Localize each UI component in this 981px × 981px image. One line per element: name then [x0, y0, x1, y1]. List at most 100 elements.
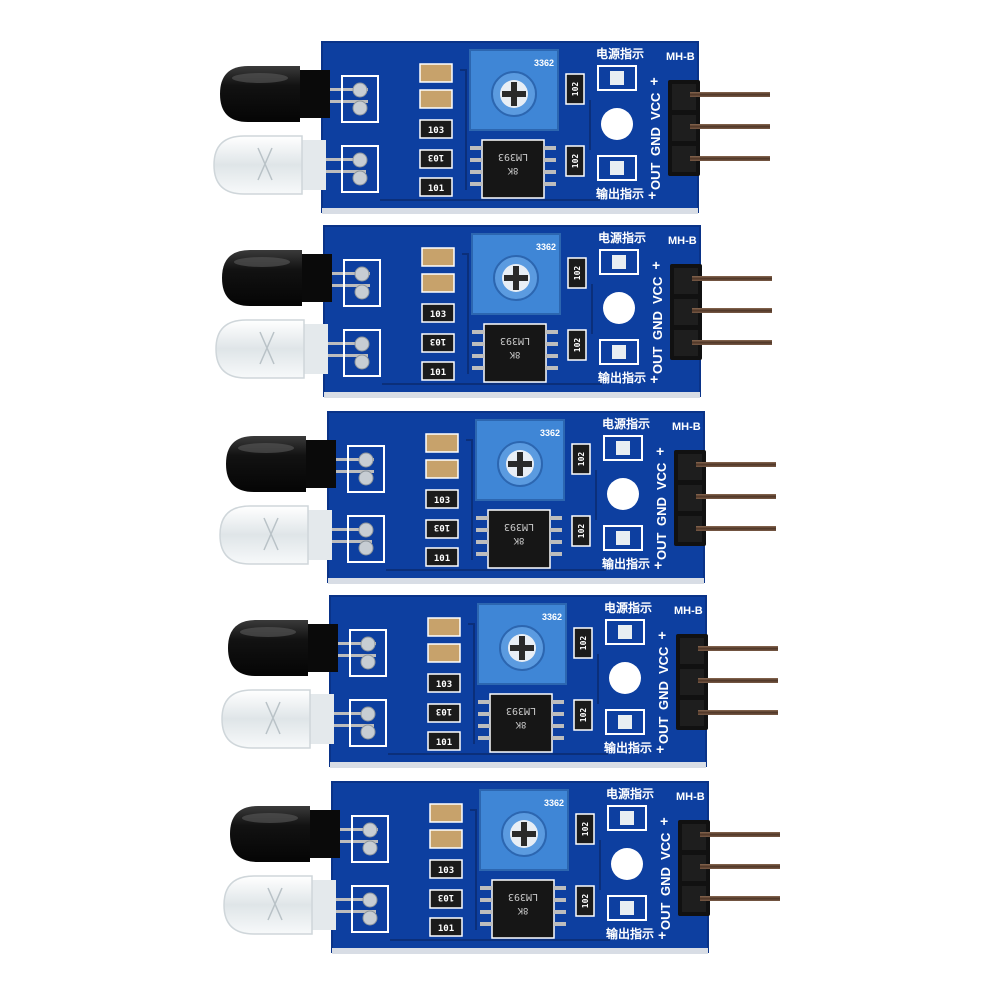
ir-sensor-module: 103 103 101 3362 [8, 594, 981, 784]
power-indicator-label: 电源指示 [606, 786, 654, 801]
pin-plus-top: + [656, 443, 664, 459]
resistor-code-102: 102 [579, 636, 588, 651]
header-pins [676, 634, 778, 730]
indicator-leds [603, 435, 643, 551]
resistor-code-103b: 103 [428, 152, 444, 162]
pcb-traces [386, 439, 606, 571]
pin-plus-top: + [652, 257, 660, 273]
ir-emitter-led [222, 250, 370, 306]
ir-sensor-module: 103 103 101 3362 [6, 410, 981, 600]
chip-marking: LM393 [500, 335, 530, 346]
model-label: MH-B [676, 791, 705, 803]
header-pins [668, 80, 770, 176]
header-pins [678, 820, 780, 916]
lm393-chip: LM393 8K [470, 139, 556, 199]
mounting-hole [609, 662, 641, 694]
smd-components: 103 103 101 [425, 433, 459, 567]
indicator-leds [607, 805, 647, 921]
pin-plus-bottom: + [654, 557, 662, 573]
resistor-code-102b: 102 [571, 154, 580, 169]
right-resistors: 102 102 [573, 627, 593, 731]
ir-emitter-led [230, 806, 378, 862]
pin-label-gnd: GND [658, 867, 673, 896]
ir-sensor-module: 103 103 101 3362 [0, 40, 981, 230]
chip-marking: LM393 [508, 891, 538, 902]
pin-label-vcc: VCC [650, 276, 665, 304]
pin-label-gnd: GND [650, 311, 665, 340]
resistor-code-103b: 103 [434, 522, 450, 532]
pin-label-gnd: GND [656, 681, 671, 710]
output-indicator-label: 输出指示 [606, 926, 654, 941]
pot-code: 3362 [542, 612, 562, 622]
pin-label-vcc: VCC [658, 832, 673, 860]
potentiometer: 3362 [471, 233, 561, 315]
potentiometer: 3362 [479, 789, 569, 871]
right-resistors: 102 102 [565, 73, 585, 177]
resistor-code-103: 103 [430, 310, 446, 320]
pin-label-out: OUT [654, 533, 669, 561]
ir-receiver-led [213, 135, 366, 195]
resistor-code-103b: 103 [436, 706, 452, 716]
output-indicator-label: 输出指示 [598, 370, 646, 385]
resistor-code-101: 101 [430, 368, 446, 378]
pcb-traces [390, 809, 610, 941]
resistor-code-101: 101 [438, 924, 454, 934]
chip-marking: LM393 [506, 705, 536, 716]
model-label: MH-B [668, 235, 697, 247]
model-label: MH-B [674, 605, 703, 617]
output-indicator-label: 输出指示 [604, 740, 652, 755]
ir-emitter-led [228, 620, 376, 676]
resistor-code-103: 103 [438, 866, 454, 876]
power-indicator-label: 电源指示 [598, 230, 646, 245]
ir-sensor-module: 103 103 101 3362 [10, 780, 981, 970]
indicator-leds [599, 249, 639, 365]
resistor-code-102: 102 [581, 822, 590, 837]
resistor-code-102b: 102 [579, 708, 588, 723]
pot-code: 3362 [536, 242, 556, 252]
pcb-traces [382, 253, 602, 385]
right-resistors: 102 102 [575, 813, 595, 917]
right-resistors: 102 102 [571, 443, 591, 547]
chip-marking-2: 8K [517, 905, 528, 915]
power-indicator-label: 电源指示 [596, 46, 644, 61]
potentiometer: 3362 [475, 419, 565, 501]
chip-marking-2: 8K [507, 165, 518, 175]
resistor-code-103: 103 [428, 126, 444, 136]
led-pads [341, 75, 379, 193]
led-pads [349, 629, 387, 747]
led-pads [347, 445, 385, 563]
output-indicator-label: 输出指示 [602, 556, 650, 571]
resistor-code-103b: 103 [430, 336, 446, 346]
power-indicator-label: 电源指示 [604, 600, 652, 615]
resistor-code-103: 103 [434, 496, 450, 506]
resistor-code-103: 103 [436, 680, 452, 690]
resistor-code-102b: 102 [573, 338, 582, 353]
ir-emitter-led [220, 66, 368, 122]
pin-label-vcc: VCC [648, 92, 663, 120]
header-pins [670, 264, 772, 360]
pin-plus-bottom: + [658, 927, 666, 943]
pin-label-gnd: GND [654, 497, 669, 526]
smd-components: 103 103 101 [427, 617, 461, 751]
pcb-traces [380, 69, 600, 201]
indicator-leds [597, 65, 637, 181]
pin-plus-bottom: + [656, 741, 664, 757]
ir-receiver-led [221, 689, 374, 749]
lm393-chip: LM393 8K [476, 509, 562, 569]
model-label: MH-B [666, 51, 695, 63]
pin-label-out: OUT [650, 347, 665, 375]
lm393-chip: LM393 8K [478, 693, 564, 753]
lm393-chip: LM393 8K [480, 879, 566, 939]
chip-marking-2: 8K [509, 349, 520, 359]
resistor-code-101: 101 [436, 738, 452, 748]
mounting-hole [601, 108, 633, 140]
chip-marking-2: 8K [515, 719, 526, 729]
mounting-hole [607, 478, 639, 510]
pin-plus-top: + [650, 73, 658, 89]
resistor-code-102b: 102 [577, 524, 586, 539]
pin-label-out: OUT [648, 163, 663, 191]
smd-components: 103 103 101 [419, 63, 453, 197]
model-label: MH-B [672, 421, 701, 433]
led-pads [343, 259, 381, 377]
